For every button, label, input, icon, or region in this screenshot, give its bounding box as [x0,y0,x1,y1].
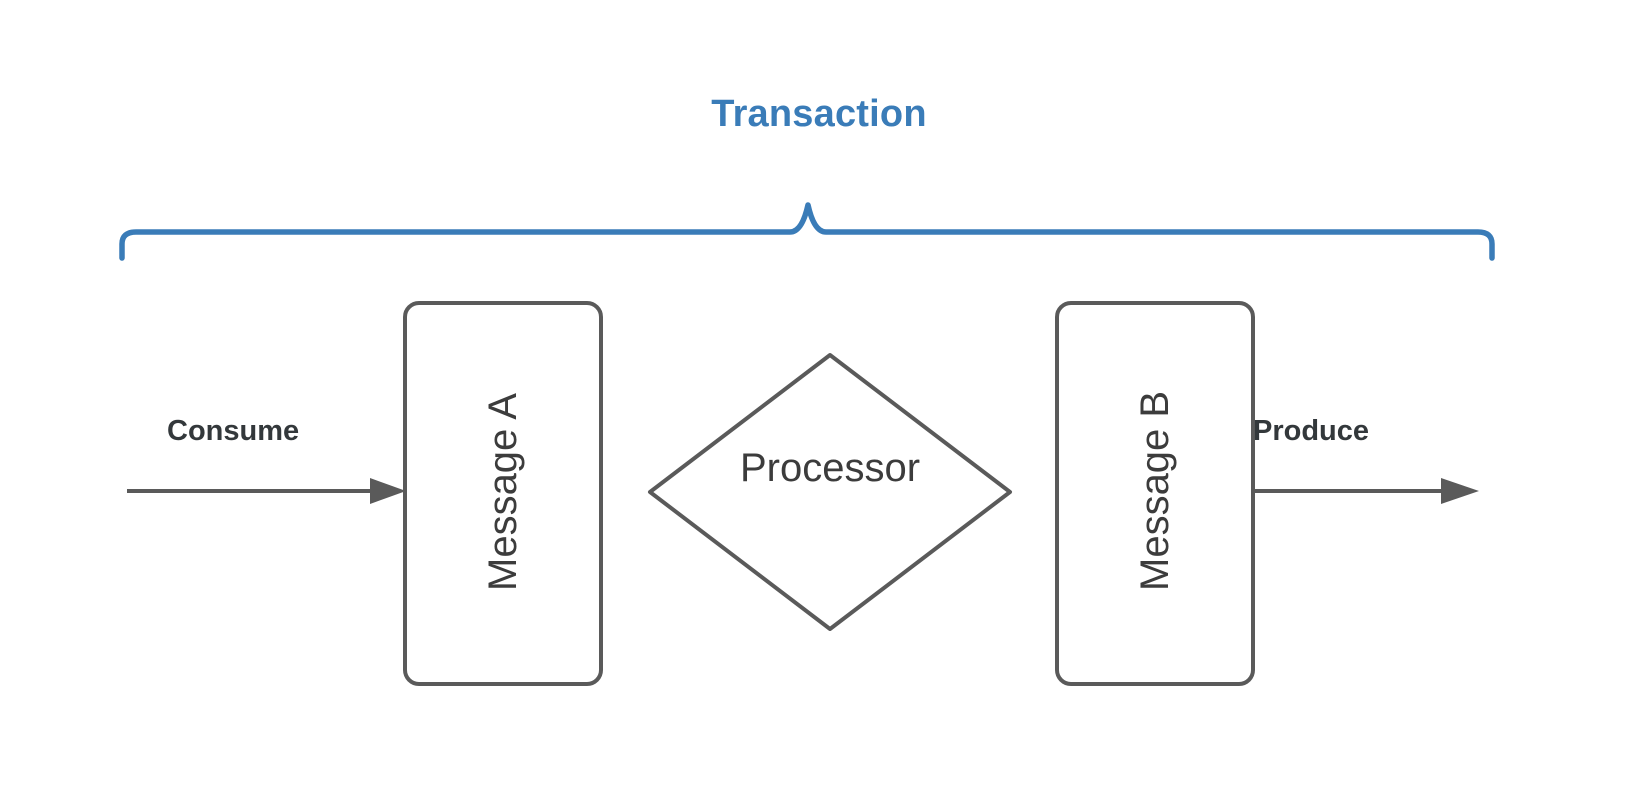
transaction-brace [119,202,1495,261]
message-a-label: Message A [481,393,525,591]
message-a-node[interactable] [403,301,603,686]
consume-arrow-label: Consume [167,415,300,447]
processor-label: Processor [739,446,921,490]
produce-arrow [1254,478,1479,504]
message-b-node[interactable] [1055,301,1255,686]
consume-arrow [127,478,406,504]
produce-arrow-label: Produce [1253,415,1370,447]
page-title: Transaction [711,93,927,135]
processor-node[interactable] [648,353,1012,631]
message-b-label: Message B [1133,390,1177,591]
